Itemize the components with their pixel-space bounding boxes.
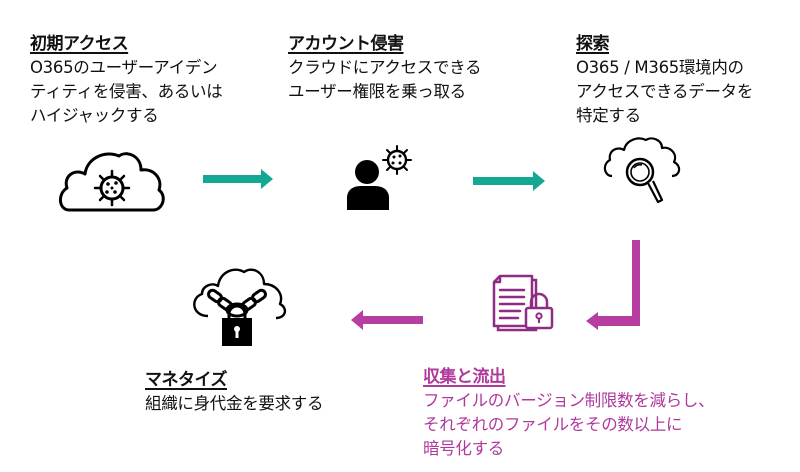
arrow-right-1 xyxy=(203,168,275,190)
desc-line: ハイジャックする xyxy=(30,106,159,125)
step-account-compromise: アカウント侵害 クラウドにアクセスできる ユーザー権限を乗っ取る xyxy=(288,32,482,104)
desc-line: 特定する xyxy=(576,106,641,125)
step-description: クラウドにアクセスできる ユーザー権限を乗っ取る xyxy=(288,56,482,104)
arrow-right-2 xyxy=(473,170,547,192)
step-monetization: マネタイズ 組織に身代金を要求する xyxy=(145,368,324,416)
step-description: ファイルのバージョン制限数を減らし、 それぞれのファイルをその数以上に 暗号化す… xyxy=(423,389,715,461)
desc-line: 暗号化する xyxy=(423,439,505,458)
step-description: O365 / M365環境内の アクセスできるデータを 特定する xyxy=(576,56,753,128)
locked-document-icon xyxy=(490,272,556,332)
user-virus-icon xyxy=(345,140,425,212)
cloud-virus-icon xyxy=(55,148,167,216)
step-title: 収集と流出 xyxy=(423,367,506,387)
step-collection-exfiltration: 収集と流出 ファイルのバージョン制限数を減らし、 それぞれのファイルをその数以上… xyxy=(423,365,715,461)
desc-line: ファイルのバージョン制限数を減らし、 xyxy=(423,391,715,410)
desc-line: ユーザー権限を乗っ取る xyxy=(288,82,466,101)
desc-line: アクセスできるデータを xyxy=(576,82,754,101)
step-title: アカウント侵害 xyxy=(288,34,404,54)
desc-line: クラウドにアクセスできる xyxy=(288,58,482,77)
step-title: マネタイズ xyxy=(145,370,228,390)
desc-line: それぞれのファイルをその数以上に xyxy=(423,415,683,434)
step-initial-access: 初期アクセス O365のユーザーアイデン ティティを侵害、あるいは ハイジャック… xyxy=(30,32,223,128)
arrow-left xyxy=(349,309,425,331)
step-description: 組織に身代金を要求する xyxy=(145,392,324,416)
step-description: O365のユーザーアイデン ティティを侵害、あるいは ハイジャックする xyxy=(30,56,223,128)
step-title: 初期アクセス xyxy=(30,34,129,54)
desc-line: O365のユーザーアイデン xyxy=(30,58,218,77)
step-title: 探索 xyxy=(576,34,610,54)
step-discovery: 探索 O365 / M365環境内の アクセスできるデータを 特定する xyxy=(576,32,753,128)
cloud-chain-lock-icon xyxy=(186,262,290,348)
cloud-search-icon xyxy=(602,136,682,214)
desc-line: 組織に身代金を要求する xyxy=(145,394,324,413)
desc-line: O365 / M365環境内の xyxy=(576,58,744,77)
desc-line: ティティを侵害、あるいは xyxy=(30,82,223,101)
arrow-elbow-down-left xyxy=(584,238,646,330)
